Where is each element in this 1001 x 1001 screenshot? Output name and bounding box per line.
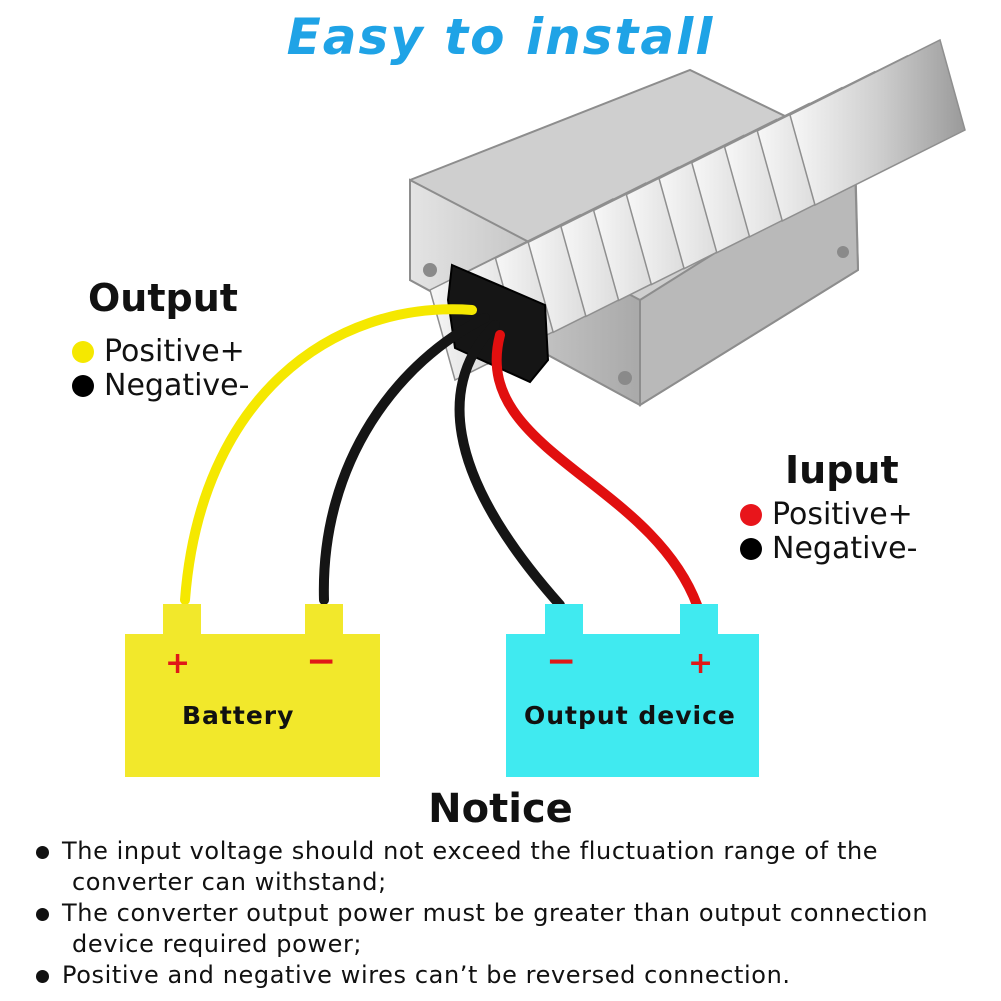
black-dot-icon <box>740 538 762 560</box>
page-title: Easy to install <box>286 8 715 66</box>
output-device-label: Output device <box>524 701 736 730</box>
output-legend-negative-label: Negative- <box>104 368 250 403</box>
notice-item-line: The input voltage should not exceed the … <box>62 837 879 865</box>
notice-list: The input voltage should not exceed the … <box>36 836 996 991</box>
wire-black-output-negative <box>318 313 490 605</box>
input-legend-heading: Iuput <box>785 448 899 492</box>
battery-box <box>125 604 380 777</box>
notice-item: The converter output power must be great… <box>36 898 996 960</box>
notice-item: The input voltage should not exceed the … <box>36 836 996 898</box>
wire-red-input-positive <box>491 330 702 610</box>
mount-hole <box>837 246 849 258</box>
battery-positive-symbol: + <box>165 646 191 681</box>
bullet-icon <box>36 970 49 983</box>
notice-item-line: converter can withstand; <box>72 868 387 896</box>
battery-label: Battery <box>182 701 295 730</box>
battery-negative-symbol: − <box>306 641 337 682</box>
output-device-box <box>506 604 759 777</box>
output-legend-positive: Positive+ <box>72 334 245 369</box>
output-device-positive-symbol: + <box>688 646 714 681</box>
output-device-negative-symbol: − <box>546 641 577 682</box>
notice-title: Notice <box>428 786 573 832</box>
bullet-icon <box>36 846 49 859</box>
input-legend-positive: Positive+ <box>740 497 913 532</box>
heatsink-fins <box>429 38 966 382</box>
notice-item-line: Positive and negative wires can’t be rev… <box>62 961 791 989</box>
heatsink-fin <box>789 38 966 207</box>
output-legend-negative: Negative- <box>72 368 249 403</box>
bullet-icon <box>36 908 49 921</box>
output-legend-heading: Output <box>88 276 238 320</box>
wire-yellow-output-positive <box>180 304 477 605</box>
yellow-dot-icon <box>72 341 94 363</box>
mount-hole <box>618 371 632 385</box>
notice-item-line: device required power; <box>72 930 363 958</box>
red-dot-icon <box>740 504 762 526</box>
notice-item-line: The converter output power must be great… <box>62 899 929 927</box>
wires <box>180 304 702 610</box>
input-legend-negative-label: Negative- <box>772 531 918 566</box>
mount-hole <box>423 263 437 277</box>
input-legend-positive-label: Positive+ <box>772 497 913 532</box>
wire-black-input-negative <box>454 320 565 610</box>
input-legend-negative: Negative- <box>740 531 917 566</box>
notice-item: Positive and negative wires can’t be rev… <box>36 960 996 991</box>
output-legend-positive-label: Positive+ <box>104 334 245 369</box>
black-dot-icon <box>72 375 94 397</box>
